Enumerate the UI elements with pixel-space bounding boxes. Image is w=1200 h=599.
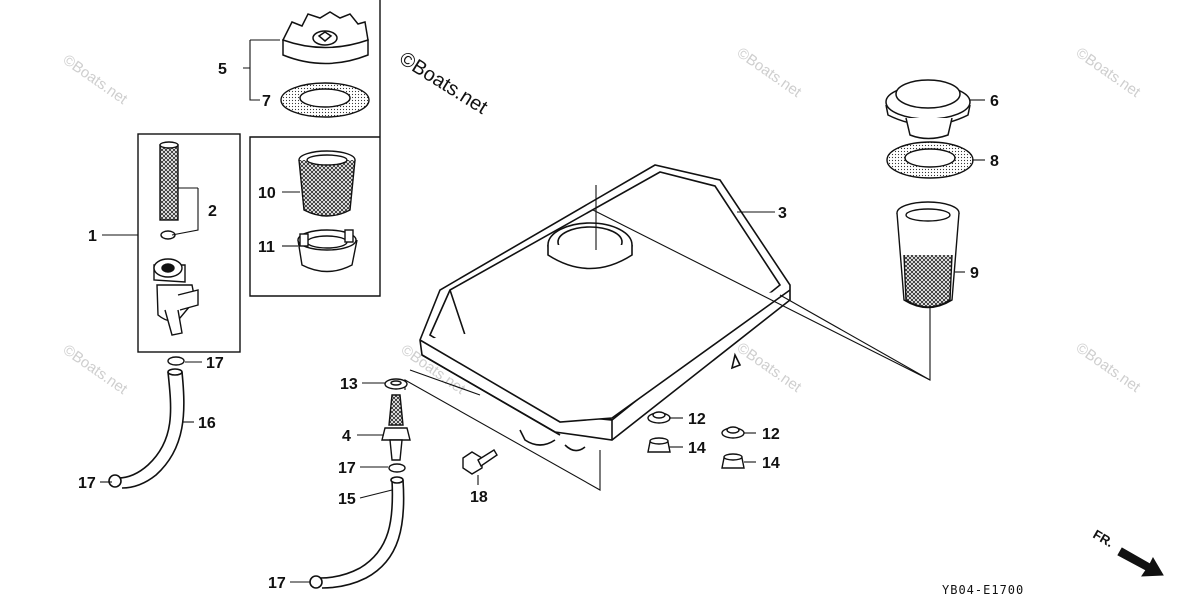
fuel-hose-15 xyxy=(309,476,405,589)
watermark-text: ©Boats.net xyxy=(60,51,131,108)
callout-15: 15 xyxy=(338,491,356,508)
callout-7: 7 xyxy=(262,93,271,110)
gasket-8 xyxy=(886,141,974,179)
callout-6: 6 xyxy=(990,93,999,110)
callout-14-b: 14 xyxy=(762,455,780,472)
callout-leaders xyxy=(100,39,985,583)
callout-14-a: 14 xyxy=(688,440,706,457)
fuel-strainer xyxy=(298,150,356,217)
diagram-code: YB04-E1700 xyxy=(942,583,1024,597)
hose-clamp xyxy=(388,463,406,473)
callout-13: 13 xyxy=(340,376,358,393)
callout-4: 4 xyxy=(342,428,351,445)
fuel-filter-9 xyxy=(896,201,960,309)
callout-17-a: 17 xyxy=(206,355,224,372)
callout-17-d: 17 xyxy=(268,575,286,592)
callout-3: 3 xyxy=(778,205,787,222)
callout-labels: 5 7 2 1 10 11 3 6 8 9 17 16 17 13 4 17 1… xyxy=(78,61,999,592)
direction-arrow-icon xyxy=(1117,547,1164,577)
watermark-text: ©Boats.net xyxy=(734,339,805,396)
washer-13 xyxy=(384,378,408,390)
strainer-holder xyxy=(297,229,358,273)
callout-1: 1 xyxy=(88,228,97,245)
callout-12-b: 12 xyxy=(762,426,780,443)
watermark-text: ©Boats.net xyxy=(734,44,805,101)
callout-9: 9 xyxy=(970,265,979,282)
callout-16: 16 xyxy=(198,415,216,432)
fuel-joint-4 xyxy=(381,394,411,461)
callout-11: 11 xyxy=(258,239,275,256)
callout-8: 8 xyxy=(990,153,999,170)
callout-12-a: 12 xyxy=(688,411,706,428)
grommets-nuts xyxy=(647,411,745,469)
filler-cap-6 xyxy=(885,79,971,140)
bolt-18 xyxy=(462,449,498,475)
callout-10: 10 xyxy=(258,185,276,202)
callout-17-c: 17 xyxy=(338,460,356,477)
fuel-hose-16 xyxy=(108,368,185,489)
cap-gasket xyxy=(280,82,370,118)
inset-frames xyxy=(137,0,381,353)
copyright-text: ©Boats.net xyxy=(395,48,491,119)
hose-clamp xyxy=(167,356,185,366)
fuel-cock-assembly xyxy=(153,141,199,336)
callout-17-b: 17 xyxy=(78,475,96,492)
watermark-text: ©Boats.net xyxy=(1073,44,1144,101)
fuel-filler-cap xyxy=(281,11,369,65)
watermark-text: ©Boats.net xyxy=(60,341,131,398)
callout-5: 5 xyxy=(218,61,227,78)
watermark-text: ©Boats.net xyxy=(1073,339,1144,396)
callout-18: 18 xyxy=(470,489,488,506)
fuel-tank xyxy=(419,164,791,452)
direction-label: FR. xyxy=(1091,527,1117,550)
front-direction-indicator: FR. xyxy=(1091,527,1164,577)
callout-2: 2 xyxy=(208,203,217,220)
